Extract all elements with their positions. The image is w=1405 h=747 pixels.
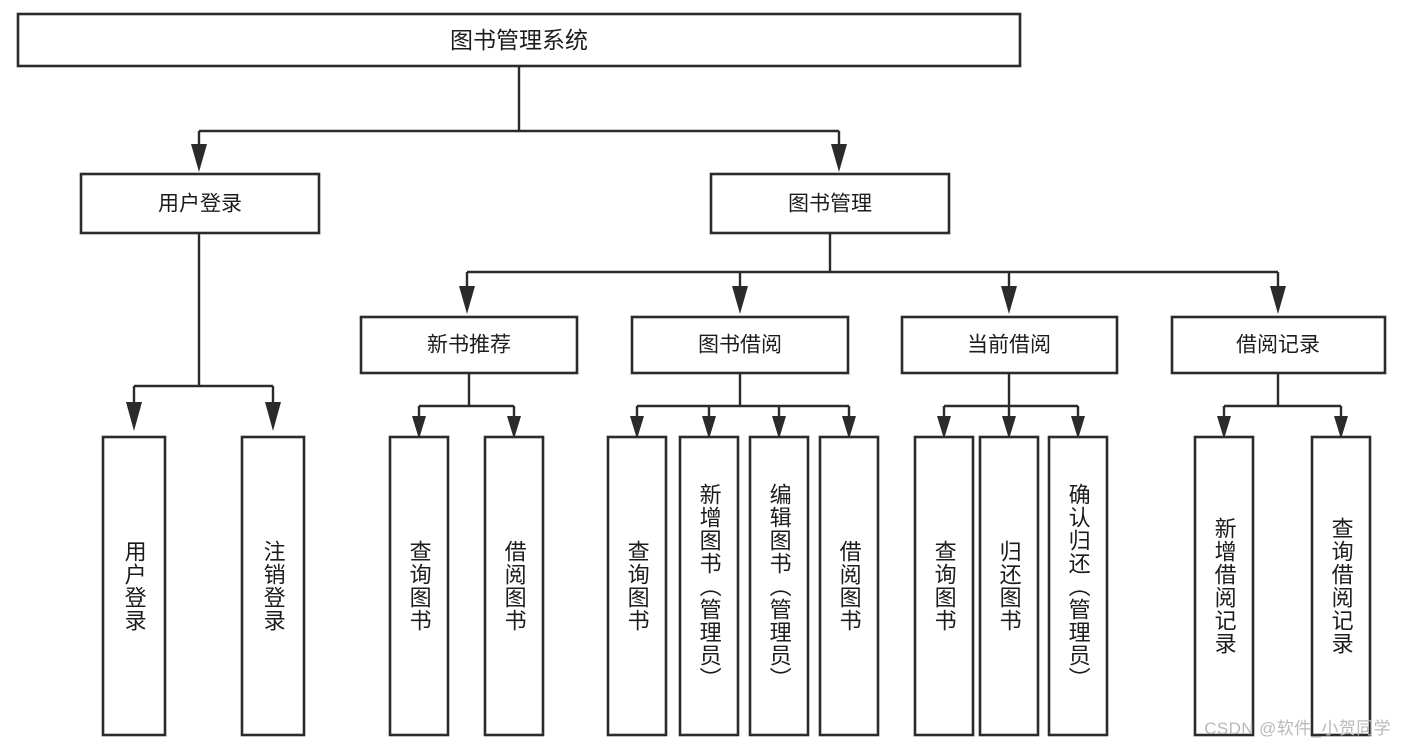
connector-borrowrecord-to-leaves [1217,374,1348,439]
node-borrow-record[interactable]: 借阅记录 [1170,315,1387,375]
arrow-head-icon [937,416,951,439]
arrow-head-icon [732,286,748,314]
leaf-box-book-borrow-2[interactable] [748,435,810,737]
node-user-login-label: 用户登录 [158,193,242,216]
leaf-box-book-borrow-0[interactable] [606,435,668,737]
connector-userlogin-to-leaves [126,233,281,431]
node-user-login[interactable]: 用户登录 [79,172,321,235]
node-book-borrow-label: 图书借阅 [698,334,782,357]
leaf-box-user-login-0[interactable] [101,435,167,737]
leaf-box-new-book-0[interactable] [388,435,450,737]
arrow-head-icon [1002,416,1016,439]
leaf-box-book-borrow-1[interactable] [678,435,740,737]
arrow-head-icon [265,402,281,431]
connector-root-to-level1 [191,66,847,172]
arrow-head-icon [772,416,786,439]
arrow-head-icon [412,416,426,439]
node-new-book-recommend[interactable]: 新书推荐 [359,315,579,375]
arrow-head-icon [126,402,142,431]
leaf-box-current-borrow-2[interactable] [1047,435,1109,737]
arrow-head-icon [191,144,207,172]
arrow-head-icon [1071,416,1085,439]
node-borrow-record-label: 借阅记录 [1236,334,1320,357]
leaf-box-new-book-1[interactable] [483,435,545,737]
arrow-head-icon [1334,416,1348,439]
arrow-head-icon [459,286,475,314]
leaf-box-user-login-1[interactable] [240,435,306,737]
node-root[interactable]: 图书管理系统 [16,12,1022,68]
arrow-head-icon [702,416,716,439]
arrow-head-icon [1217,416,1231,439]
arrow-head-icon [1270,286,1286,314]
arrow-head-icon [507,416,521,439]
arrow-head-icon [842,416,856,439]
node-new-book-recommend-label: 新书推荐 [427,334,511,357]
arrow-head-icon [831,144,847,172]
connector-bookmgmt-to-level2 [459,233,1286,314]
node-current-borrow[interactable]: 当前借阅 [900,315,1119,375]
node-current-borrow-label: 当前借阅 [967,334,1051,357]
connector-bookborrow-to-leaves [630,374,856,439]
node-book-management[interactable]: 图书管理 [709,172,951,235]
node-book-management-label: 图书管理 [788,193,872,216]
connector-newbook-to-leaves [412,374,521,439]
leaf-box-current-borrow-0[interactable] [913,435,975,737]
leaf-box-current-borrow-1[interactable] [978,435,1040,737]
leaf-box-borrow-record-1[interactable] [1310,435,1372,737]
csdn-watermark: CSDN @软件_小贺同学 [1204,719,1391,738]
node-root-label: 图书管理系统 [450,27,588,53]
leaf-box-book-borrow-3[interactable] [818,435,880,737]
arrow-head-icon [630,416,644,439]
node-book-borrow[interactable]: 图书借阅 [630,315,850,375]
connector-currentborrow-to-leaves [937,374,1085,439]
leaf-box-borrow-record-0[interactable] [1193,435,1255,737]
arrow-head-icon [1001,286,1017,314]
